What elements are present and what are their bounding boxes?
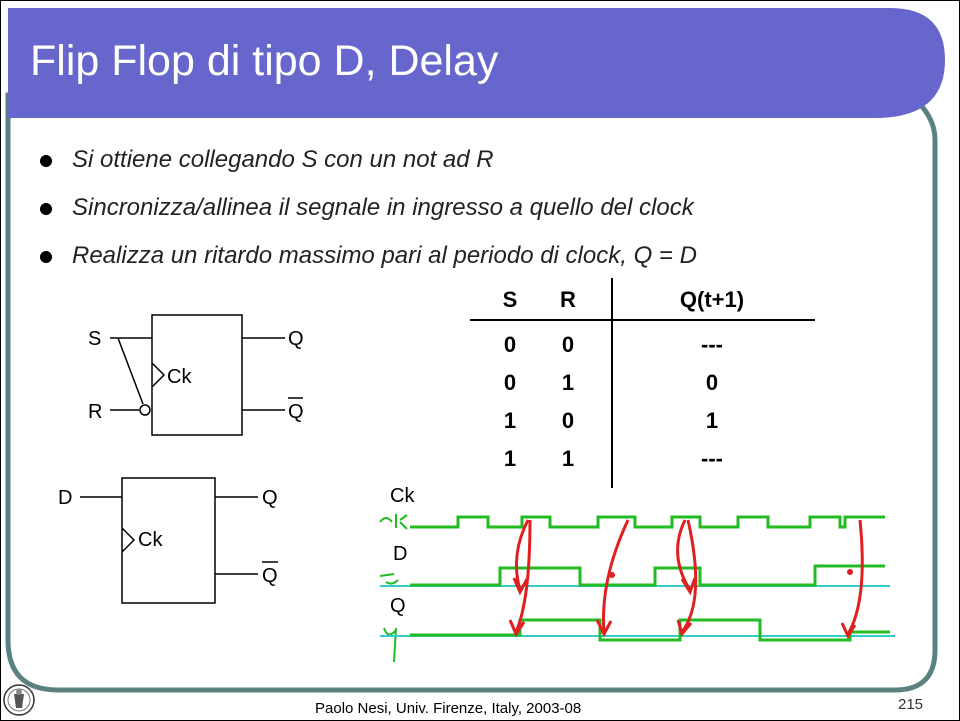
title-bar-shape (8, 8, 945, 118)
bullet-item: Sincronizza/allinea il segnale in ingres… (40, 188, 697, 236)
bullet-dot-icon (40, 155, 52, 167)
footer-credit: Paolo Nesi, Univ. Firenze, Italy, 2003-0… (315, 700, 582, 717)
slide-title: Flip Flop di tipo D, Delay (30, 37, 499, 85)
bullet-list: Si ottiene collegando S con un not ad R … (40, 140, 697, 284)
bullet-item: Si ottiene collegando S con un not ad R (40, 140, 697, 188)
bullet-item: Realizza un ritardo massimo pari al peri… (40, 236, 697, 284)
bullet-dot-icon (40, 251, 52, 263)
university-logo (3, 684, 35, 716)
bullet-dot-icon (40, 203, 52, 215)
page-number: 215 (898, 696, 924, 713)
